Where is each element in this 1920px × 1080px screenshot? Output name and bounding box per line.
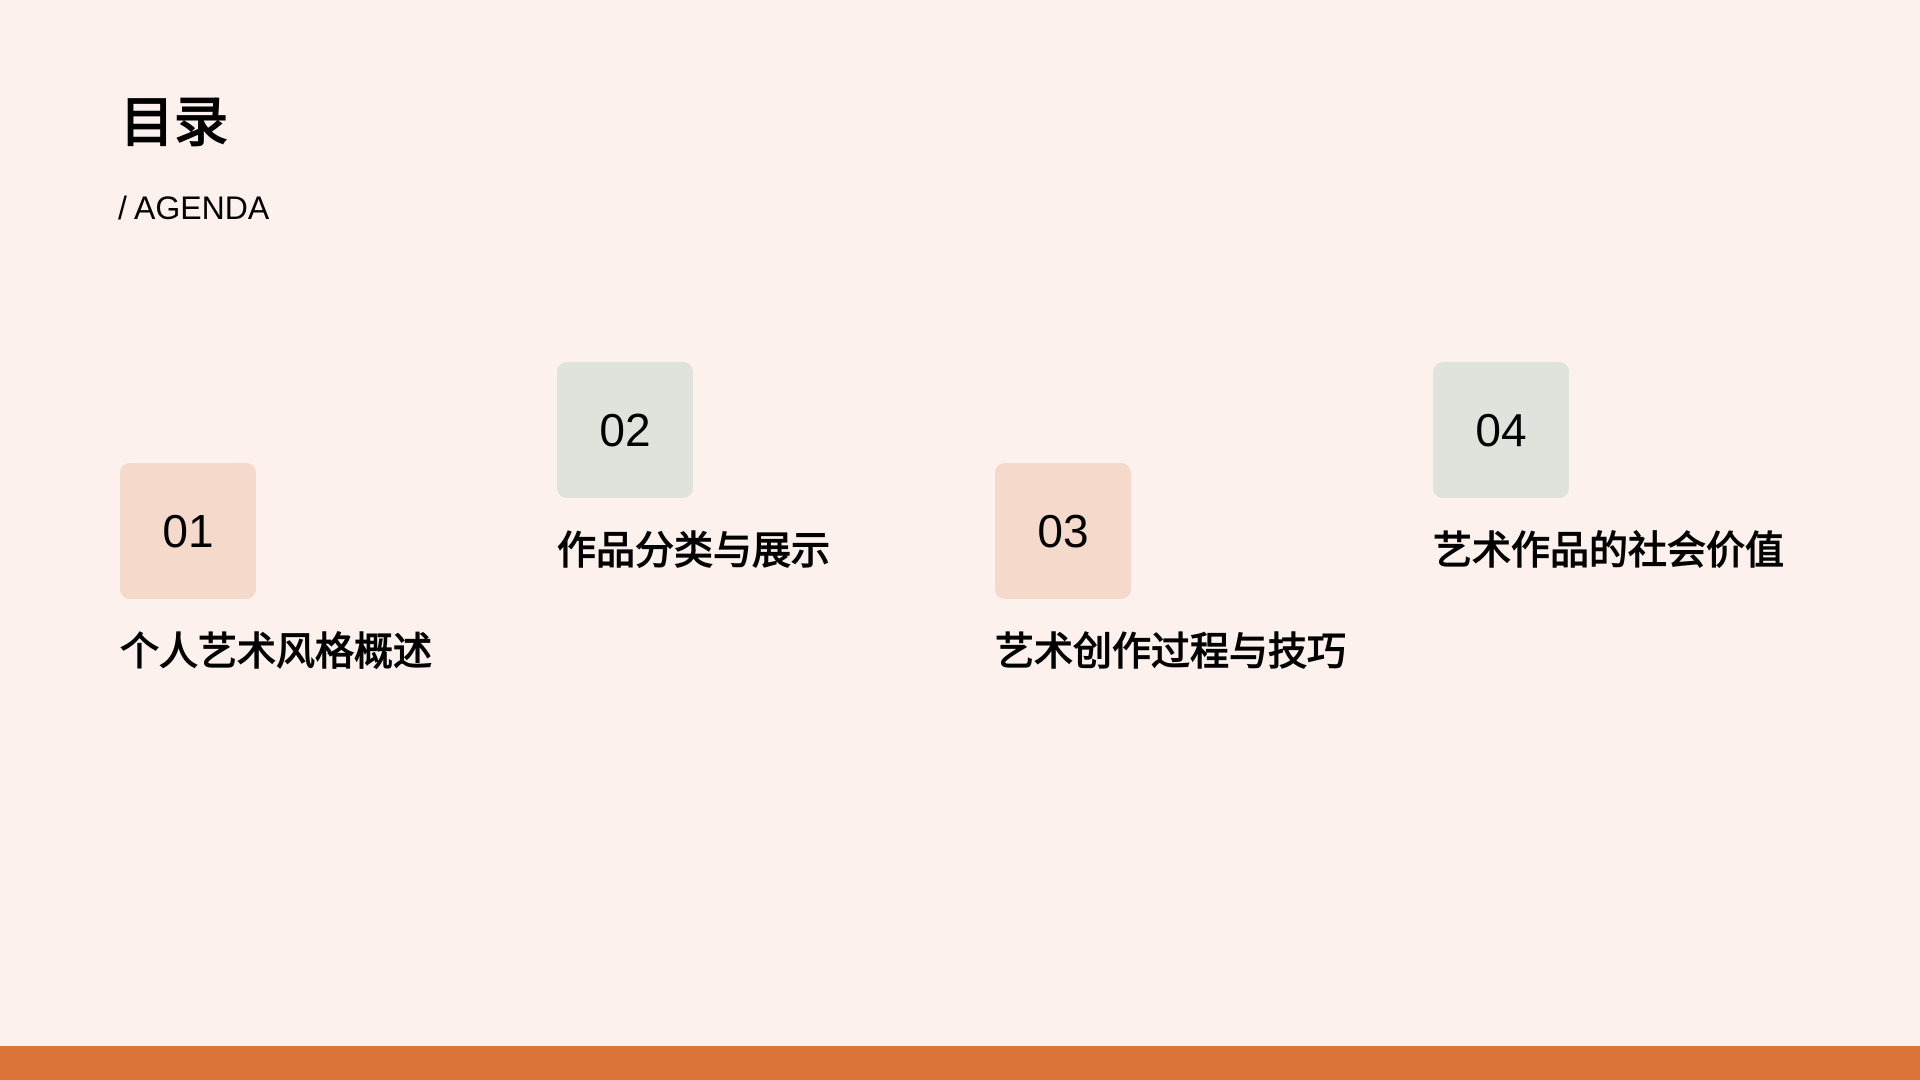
agenda-label: 作品分类与展示 [557, 530, 831, 573]
bottom-accent-bar [0, 1046, 1920, 1080]
agenda-number-box: 03 [995, 463, 1131, 599]
agenda-label: 艺术作品的社会价值 [1433, 530, 1785, 573]
agenda-number: 01 [162, 505, 214, 557]
agenda-number-box: 04 [1433, 362, 1569, 498]
agenda-item-02: 02 作品分类与展示 [557, 362, 830, 573]
agenda-number-box: 01 [120, 463, 256, 599]
agenda-number: 03 [1037, 505, 1089, 557]
page-title: 目录 [120, 93, 228, 153]
agenda-number: 04 [1475, 404, 1527, 456]
agenda-item-03: 03 艺术创作过程与技巧 [995, 463, 1346, 674]
agenda-number: 02 [599, 404, 651, 456]
agenda-label: 艺术创作过程与技巧 [995, 631, 1347, 674]
agenda-item-01: 01 个人艺术风格概述 [120, 463, 432, 674]
agenda-number-box: 02 [557, 362, 693, 498]
agenda-item-04: 04 艺术作品的社会价值 [1433, 362, 1784, 573]
agenda-label: 个人艺术风格概述 [120, 631, 433, 674]
page-subtitle: / AGENDA [118, 190, 270, 226]
